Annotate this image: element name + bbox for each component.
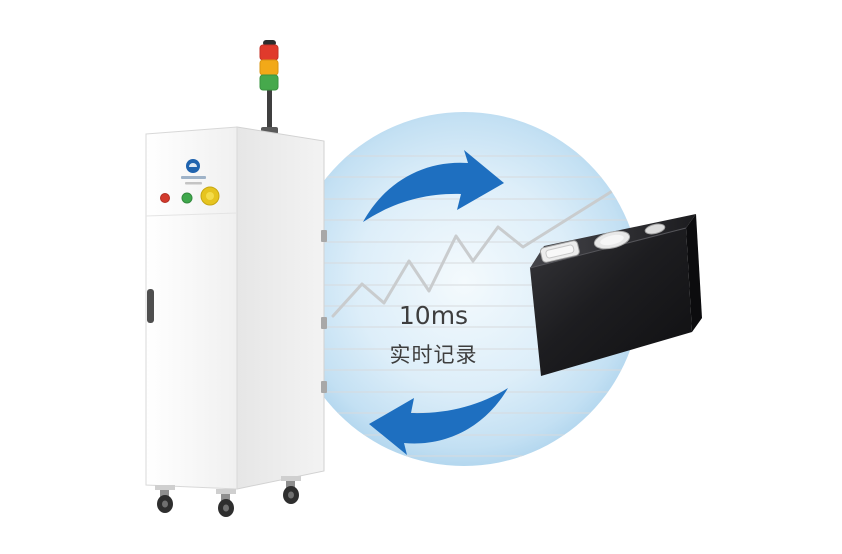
caster-hub bbox=[223, 504, 229, 512]
battery-terminal-right-pad bbox=[600, 234, 624, 246]
signal-tower-pole bbox=[267, 88, 272, 134]
hinge-middle bbox=[321, 317, 327, 329]
door-handle bbox=[147, 289, 154, 323]
battery-terminal-right bbox=[593, 230, 631, 250]
counterclockwise-arrow-icon bbox=[369, 388, 508, 455]
caster-fork bbox=[221, 494, 230, 502]
hinge-top bbox=[321, 230, 327, 242]
battery-terminal-left bbox=[539, 240, 580, 263]
battery-end-face bbox=[686, 214, 702, 332]
caster-hub bbox=[162, 500, 168, 508]
caster-fork bbox=[286, 481, 295, 489]
control-knob-center bbox=[206, 192, 214, 200]
battery-cell bbox=[529, 214, 702, 376]
battery-front-face bbox=[530, 228, 692, 376]
signal-tower-icon bbox=[259, 40, 279, 134]
cabinet-front-panel bbox=[145, 126, 238, 490]
cabinet-side-panel bbox=[236, 126, 325, 490]
caption-realtime-record: 实时记录 bbox=[389, 343, 478, 367]
signal-tower-red-light bbox=[259, 44, 279, 61]
battery-vent-cap bbox=[644, 223, 666, 235]
brand-logo bbox=[181, 159, 206, 185]
caster-wheel-front-left bbox=[155, 485, 175, 513]
cycle-circle bbox=[287, 112, 641, 466]
clockwise-arrow-icon bbox=[363, 150, 504, 222]
indicator-light-red bbox=[160, 193, 170, 203]
trend-line-group bbox=[331, 188, 616, 318]
caption-interval: 10ms bbox=[398, 301, 469, 330]
caster-hub bbox=[288, 491, 294, 499]
brand-logo-mark bbox=[189, 163, 197, 167]
brand-logo-text-line bbox=[181, 176, 206, 179]
indicator-light-green bbox=[181, 192, 193, 204]
brand-logo-subtext-line bbox=[185, 182, 202, 185]
cabinet-panel-seam bbox=[145, 212, 238, 217]
trend-line-icon bbox=[331, 188, 616, 318]
caster-fork bbox=[160, 490, 169, 498]
caster-plate bbox=[216, 489, 236, 494]
battery-vent bbox=[644, 223, 666, 235]
test-cabinet bbox=[145, 40, 327, 517]
caster-wheel-front-right bbox=[216, 489, 236, 517]
hinge-bottom bbox=[321, 381, 327, 393]
caster-plate bbox=[155, 485, 175, 490]
battery-terminal-left-pad bbox=[545, 244, 575, 259]
signal-tower-yellow-light bbox=[259, 59, 279, 76]
signal-tower-green-light bbox=[259, 74, 279, 91]
caster-plate bbox=[281, 476, 301, 481]
caption-block: 10ms 实时记录 bbox=[346, 301, 521, 369]
caster-wheel-back-right bbox=[281, 476, 301, 504]
